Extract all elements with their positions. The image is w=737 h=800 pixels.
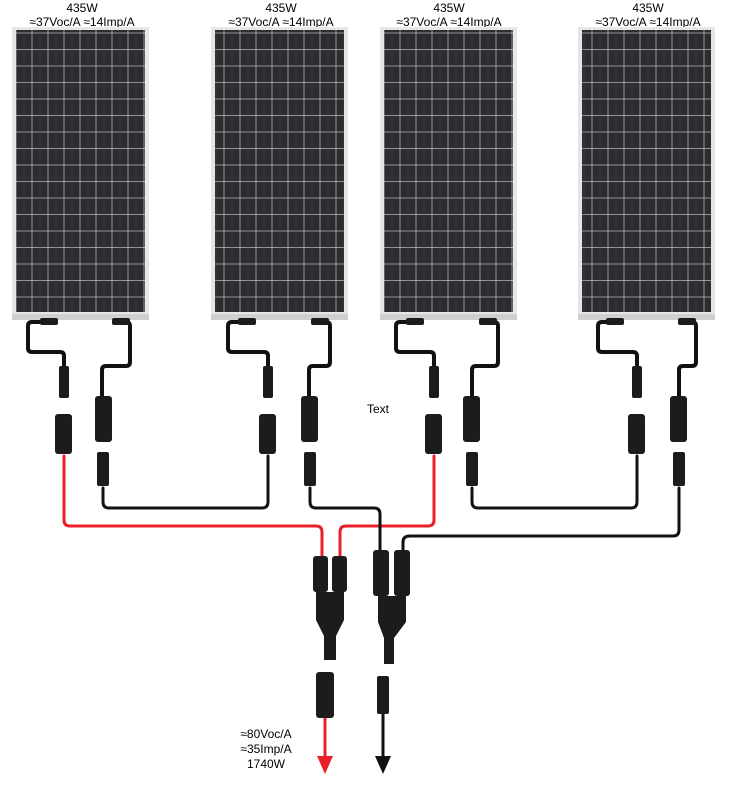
output-imp: ≈35Imp/A xyxy=(240,742,292,756)
panel-2-specs: ≈37Voc/A ≈14Imp/A xyxy=(228,15,334,29)
panel-leads xyxy=(26,320,698,400)
solar-panel-1 xyxy=(12,27,149,320)
output-voc: ≈80Voc/A xyxy=(240,727,292,741)
output-positive-arrow xyxy=(317,718,333,774)
y-branch-negative xyxy=(373,550,410,714)
solar-panel-4 xyxy=(578,27,715,320)
panel-3-rating: 435W xyxy=(433,1,465,15)
panel-4-specs: ≈37Voc/A ≈14Imp/A xyxy=(595,15,701,29)
array-wiring xyxy=(62,454,681,558)
output-specs: ≈80Voc/A ≈35Imp/A 1740W xyxy=(226,727,306,772)
junction-boxes xyxy=(40,318,696,325)
center-text-label: Text xyxy=(366,402,389,416)
y-branch-positive xyxy=(313,556,347,718)
panel-3-specs: ≈37Voc/A ≈14Imp/A xyxy=(396,15,502,29)
panel-1-rating: 435W xyxy=(66,1,98,15)
panel-1-specs: ≈37Voc/A ≈14Imp/A xyxy=(29,15,135,29)
output-power: 1740W xyxy=(246,757,286,771)
output-negative-arrow xyxy=(375,714,391,774)
panel-2-rating: 435W xyxy=(265,1,297,15)
solar-panel-3 xyxy=(380,27,517,320)
solar-panel-2 xyxy=(211,27,348,320)
panel-4-rating: 435W xyxy=(632,1,664,15)
mc4-connectors xyxy=(55,366,687,486)
